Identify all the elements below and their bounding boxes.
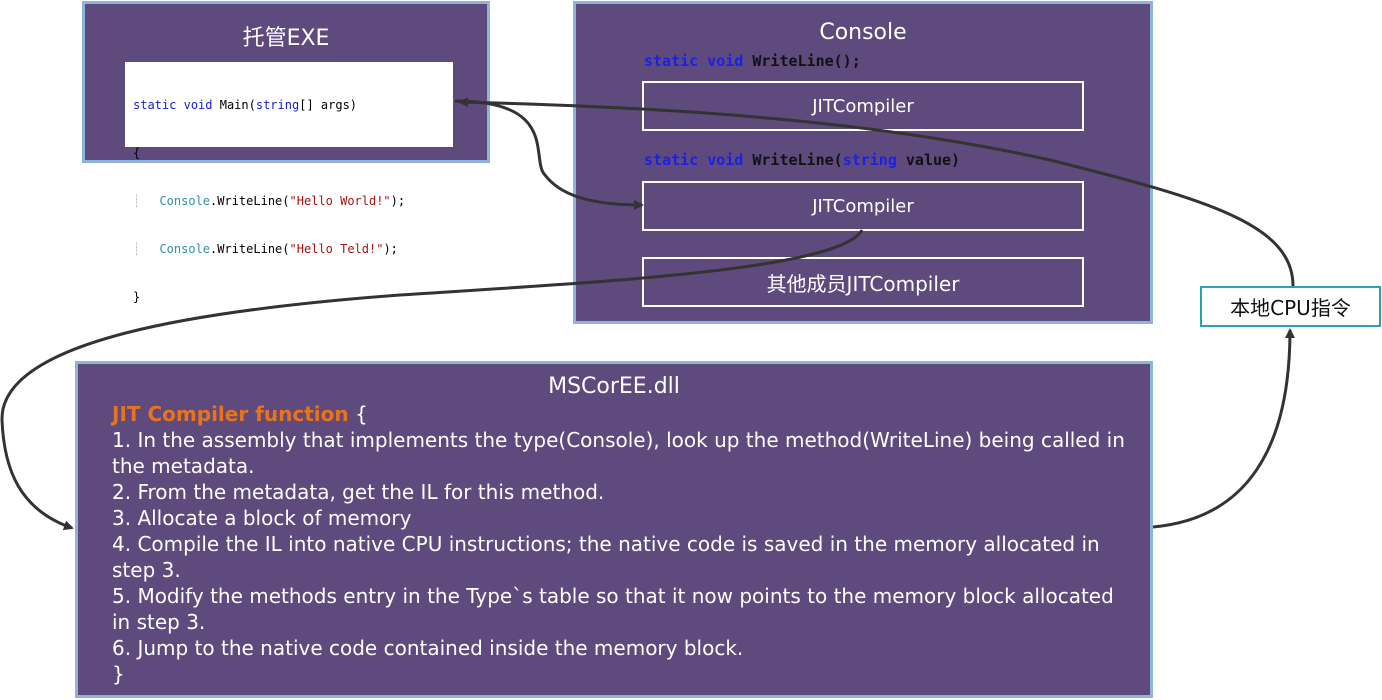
keyword-static: static (133, 98, 177, 112)
console-title: Console (819, 20, 907, 45)
console-type: Console (159, 194, 211, 208)
jit-compiler-function: JIT Compiler function { 1. In the assemb… (112, 401, 1132, 687)
other-members-jit-compiler: 其他成员JITCompiler (642, 257, 1084, 307)
function-header: JIT Compiler function { (112, 401, 1132, 427)
keyword-string: string (255, 98, 300, 112)
string-literal: "Hello Teld!" (289, 242, 384, 256)
main-method-code: static void Main(string[] args) { ┊ Cons… (125, 62, 453, 304)
step-1: 1. In the assembly that implements the t… (112, 428, 1125, 478)
arrow-mscoree-to-native (1152, 328, 1295, 529)
string-literal: "Hello World!" (289, 194, 391, 208)
code-line-2: { (133, 145, 453, 161)
signature-mid: WriteLine( (752, 151, 843, 169)
keyword-string: string (842, 151, 897, 169)
writeline-call: .WriteLine( (210, 194, 290, 208)
function-open-brace: { (348, 402, 368, 426)
step-5: 5. Modify the methods entry in the Type`… (112, 584, 1114, 634)
function-name: JIT Compiler function (112, 402, 349, 426)
writeline-signature-string: static void WriteLine(string value) (644, 151, 960, 169)
mscoree-dll-box: MSCorEE.dll JIT Compiler function { 1. I… (75, 361, 1153, 698)
jit-compiler-slot-1: JITCompiler (642, 81, 1084, 131)
managed-exe-box: 托管EXE static void Main(string[] args) { … (82, 1, 490, 304)
writeline-call: .WriteLine( (210, 242, 290, 256)
keyword-void: void (183, 98, 213, 112)
console-class-box: Console static void WriteLine(); JITComp… (573, 1, 1153, 324)
signature-rest: WriteLine(); (752, 52, 861, 70)
code-line-1: static void Main(string[] args) (133, 97, 453, 113)
console-type: Console (159, 242, 211, 256)
native-cpu-instructions-box: 本地CPU指令 (1200, 286, 1381, 327)
step-6: 6. Jump to the native code contained ins… (112, 636, 744, 660)
step-3: 3. Allocate a block of memory (112, 506, 412, 530)
method-name: Main( (219, 98, 256, 112)
open-brace: { (133, 146, 141, 160)
signature-rest: value) (905, 151, 961, 169)
step-2: 2. From the metadata, get the IL for thi… (112, 480, 605, 504)
keyword-void: void (707, 52, 744, 70)
statement-end: ); (383, 242, 398, 256)
step-4: 4. Compile the IL into native CPU instru… (112, 532, 1100, 582)
function-close-brace: } (112, 662, 125, 686)
jit-compiler-slot-2: JITCompiler (642, 181, 1084, 231)
method-args: [] args) (299, 98, 358, 112)
managed-exe-title: 托管EXE (242, 26, 330, 51)
code-line-3: ┊ Console.WriteLine("Hello World!"); (133, 193, 453, 209)
keyword-static: static (644, 151, 699, 169)
keyword-void: void (707, 151, 744, 169)
keyword-static: static (644, 52, 699, 70)
writeline-signature-noarg: static void WriteLine(); (644, 52, 861, 70)
statement-end: ); (390, 194, 406, 208)
indent-guide-icon: ┊ (133, 242, 141, 256)
code-line-4: ┊ Console.WriteLine("Hello Teld!"); (133, 241, 453, 257)
indent-guide-icon: ┊ (133, 194, 141, 208)
close-brace: } (133, 290, 141, 304)
mscoree-title: MSCorEE.dll (548, 374, 680, 399)
code-line-5: } (133, 289, 453, 305)
